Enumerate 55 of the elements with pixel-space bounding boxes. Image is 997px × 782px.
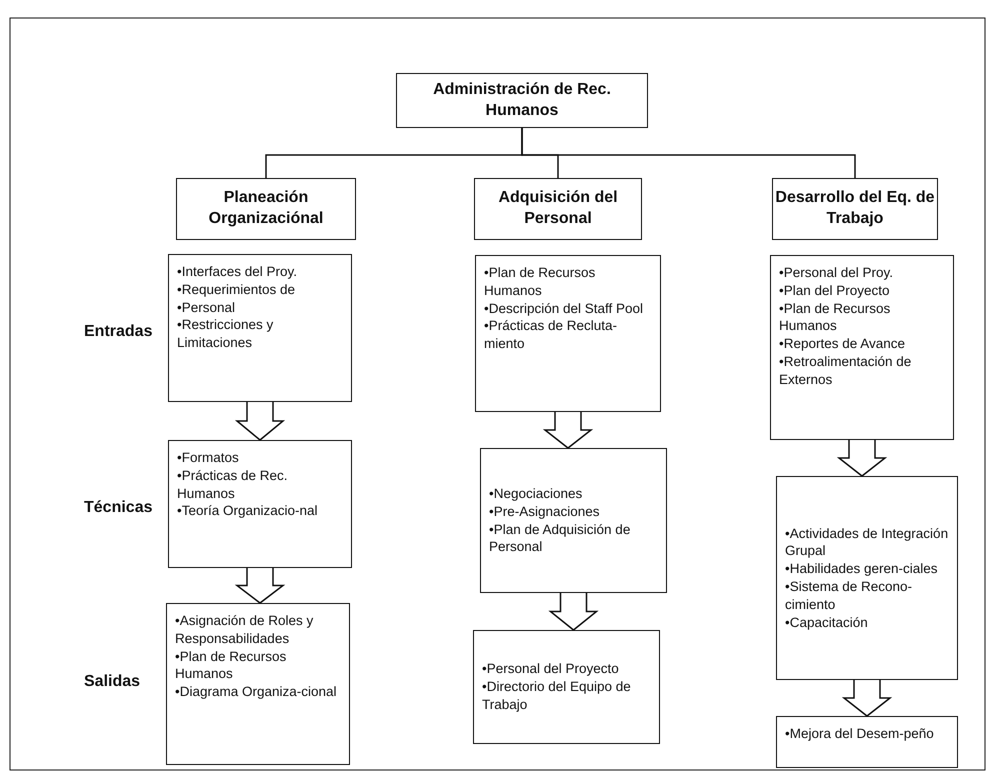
block-arrow xyxy=(836,439,888,477)
list-box xyxy=(168,440,352,568)
list-item: •Negociaciones xyxy=(489,484,584,503)
list-item: •Mejora del Desem-peño xyxy=(785,725,935,743)
list-item: •Capacitación xyxy=(785,614,869,632)
list-item: •Plan de Recursos Humanos xyxy=(175,648,288,684)
list-box xyxy=(168,254,352,402)
row-label: Salidas xyxy=(84,673,140,691)
list-item: •Retroalimentación de Externos xyxy=(779,353,912,389)
list-box xyxy=(480,448,667,593)
list-item: •Prácticas de Recluta-miento xyxy=(484,317,618,354)
list-item: •Personal xyxy=(177,298,236,316)
heading-text: Adquisición del Personal xyxy=(497,188,619,229)
list-item: •Requerimientos de xyxy=(177,280,296,299)
block-arrow xyxy=(842,679,892,717)
list-item: •Actividades de Integración Grupal xyxy=(785,524,949,560)
heading-box xyxy=(474,178,642,240)
list-item: •Plan de Recursos Humanos xyxy=(484,264,596,300)
list-item: •Diagrama Organiza-cional xyxy=(175,683,338,702)
list-item: •Descripción del Staff Pool xyxy=(484,300,644,318)
list-item: •Plan de Adquisición de Personal xyxy=(489,520,632,556)
list-item: •Prácticas de Rec. Humanos xyxy=(177,466,289,502)
list-item: •Pre-Asignaciones xyxy=(489,502,601,520)
block-arrow xyxy=(234,567,286,604)
list-item: •Asignación de Roles y Responsabilidades xyxy=(175,612,314,648)
block-arrow xyxy=(548,592,599,631)
list-box xyxy=(776,476,958,680)
list-item: •Restricciones y Limitaciones xyxy=(177,316,274,352)
list-item: •Personal del Proyecto xyxy=(482,660,620,678)
row-label: Entradas xyxy=(84,323,152,341)
block-arrow xyxy=(542,411,594,449)
heading-text: Administración de Rec. Humanos xyxy=(432,80,612,120)
list-box xyxy=(776,716,958,768)
heading-box xyxy=(772,178,938,240)
list-item: •Reportes de Avance xyxy=(779,335,906,354)
list-box xyxy=(475,255,661,412)
list-item: •Teoría Organizacio-nal xyxy=(177,502,319,520)
connector-line xyxy=(521,128,856,178)
heading-box xyxy=(396,73,648,128)
heading-box xyxy=(176,178,356,240)
heading-text: Desarrollo del Eq. de Trabajo xyxy=(774,188,936,229)
list-item: •Habilidades geren-ciales xyxy=(785,560,939,578)
row-label: Técnicas xyxy=(84,499,152,517)
list-item: •Plan de Recursos Humanos xyxy=(779,300,892,336)
list-item: •Sistema de Recono-cimiento xyxy=(785,578,914,614)
heading-text: Planeación Organizaciónal xyxy=(208,188,324,229)
block-arrow xyxy=(234,401,286,441)
list-item: •Formatos xyxy=(177,449,240,467)
list-item: •Plan del Proyecto xyxy=(779,282,891,300)
list-box xyxy=(770,255,954,440)
list-box xyxy=(473,630,660,744)
list-item: •Personal del Proy. xyxy=(779,264,894,282)
list-box xyxy=(166,603,350,765)
list-item: •Interfaces del Proy. xyxy=(177,263,298,281)
list-item: •Directorio del Equipo de Trabajo xyxy=(482,678,632,714)
